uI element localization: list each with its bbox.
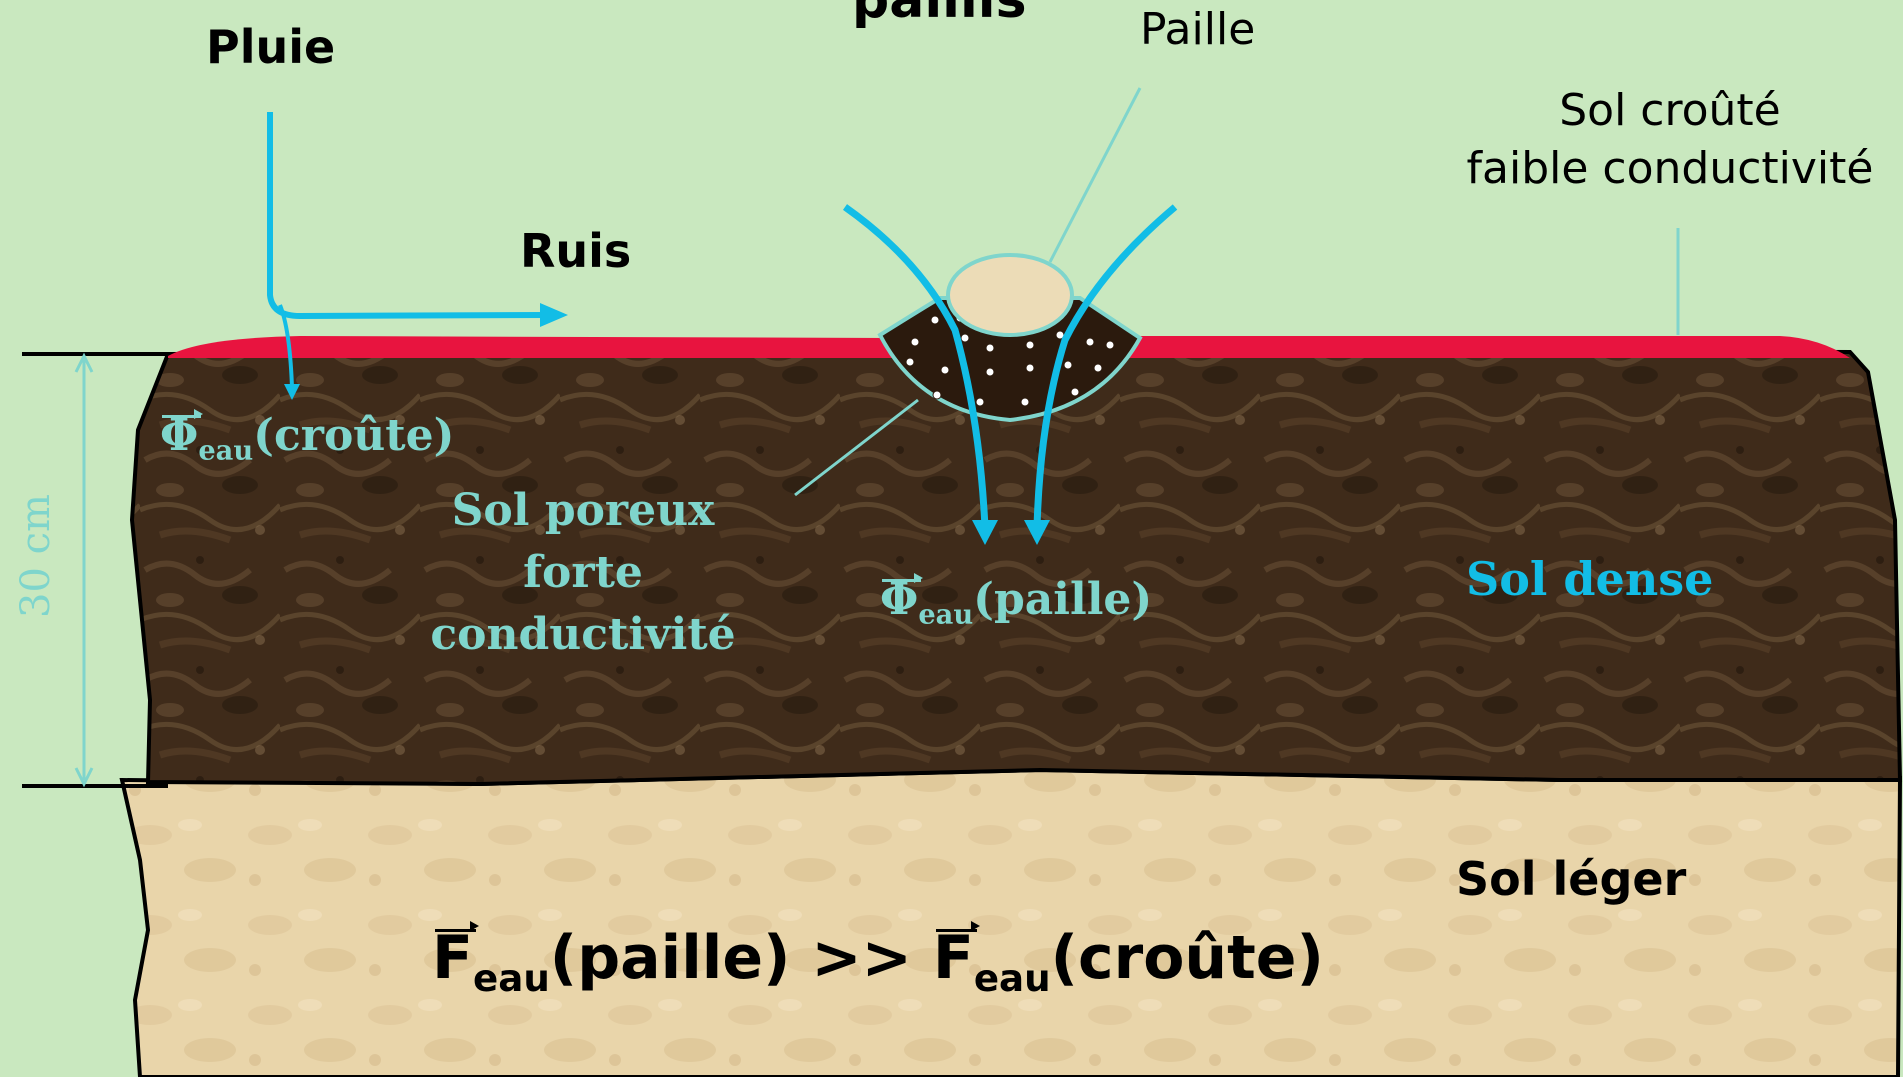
comparison-formula: Feau(paille) >> Feau(croûte): [432, 928, 1324, 997]
pluie-label: Pluie: [206, 24, 335, 70]
sol-poreux-line2: forte conductivité: [368, 542, 798, 666]
sol-poreux-line1: Sol poreux: [368, 480, 798, 542]
runoff-arrowhead: [540, 303, 568, 327]
sol-croute-label: Sol croûté faible conductivité: [1440, 82, 1900, 198]
title-fragment: paillis: [852, 0, 1027, 26]
paille-label: Paille: [1140, 8, 1255, 52]
formula-right-symbol: F: [933, 928, 974, 988]
paille-leader-line: [1050, 88, 1140, 262]
phi-paille-label: Φeau(paille): [880, 578, 1152, 629]
crust-right: [1122, 336, 1850, 358]
phi-croute-label: Φeau(croûte): [160, 414, 454, 465]
rain-runoff-arrow: [270, 112, 545, 316]
formula-left-suffix: (paille): [550, 923, 791, 993]
phi-croute-suffix: (croûte): [253, 410, 454, 461]
phi-paille-sub: eau: [918, 599, 973, 631]
sol-leger-label: Sol léger: [1456, 856, 1686, 902]
straw-ellipse: [948, 255, 1072, 335]
formula-relation: >>: [811, 923, 912, 993]
subsoil-layer: [122, 770, 1900, 1077]
ruis-label: Ruis: [520, 228, 631, 274]
phi-croute-sub: eau: [198, 435, 253, 467]
sol-croute-line2: faible conductivité: [1440, 140, 1900, 198]
formula-left-sub: eau: [473, 956, 550, 1000]
sol-poreux-label: Sol poreux forte conductivité: [368, 480, 798, 666]
depth-label: 30 cm: [16, 494, 56, 618]
sol-croute-line1: Sol croûté: [1440, 82, 1900, 140]
formula-right-suffix: (croûte): [1051, 923, 1324, 993]
sol-dense-label: Sol dense: [1466, 556, 1713, 602]
phi-croute-symbol: Φ: [160, 414, 198, 458]
phi-paille-suffix: (paille): [973, 574, 1152, 625]
formula-left-symbol: F: [432, 928, 473, 988]
phi-paille-symbol: Φ: [880, 578, 918, 622]
crust-left: [168, 336, 900, 358]
formula-right-sub: eau: [974, 956, 1051, 1000]
